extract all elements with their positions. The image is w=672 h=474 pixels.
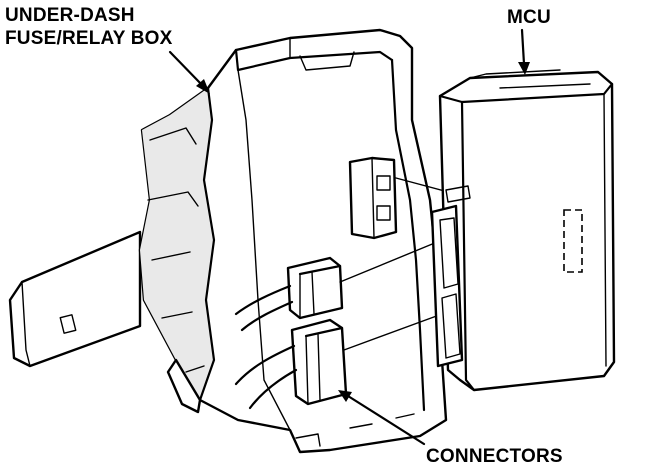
mounting-bracket [8, 230, 142, 368]
internal-connector-dashed [563, 209, 583, 273]
connectors-label: CONNECTORS [426, 446, 563, 467]
under-dash-fuse-relay-box [8, 28, 448, 454]
fuse-relay-box-label-line2: FUSE/RELAY BOX [5, 28, 173, 49]
upper-connector [234, 256, 344, 332]
mcu-unit [430, 69, 616, 392]
mcu-label: MCU [507, 7, 551, 28]
fuse-relay-box-label: UNDER-DASH FUSE/RELAY BOX [5, 4, 173, 50]
fuse-relay-box-label-line1: UNDER-DASH [5, 5, 135, 26]
relay-socket [348, 156, 398, 240]
mcu-body [438, 70, 616, 392]
bracket-bolt-hole [59, 314, 77, 334]
leader-arrows [168, 28, 530, 446]
mcu-connector-sockets [430, 204, 464, 368]
